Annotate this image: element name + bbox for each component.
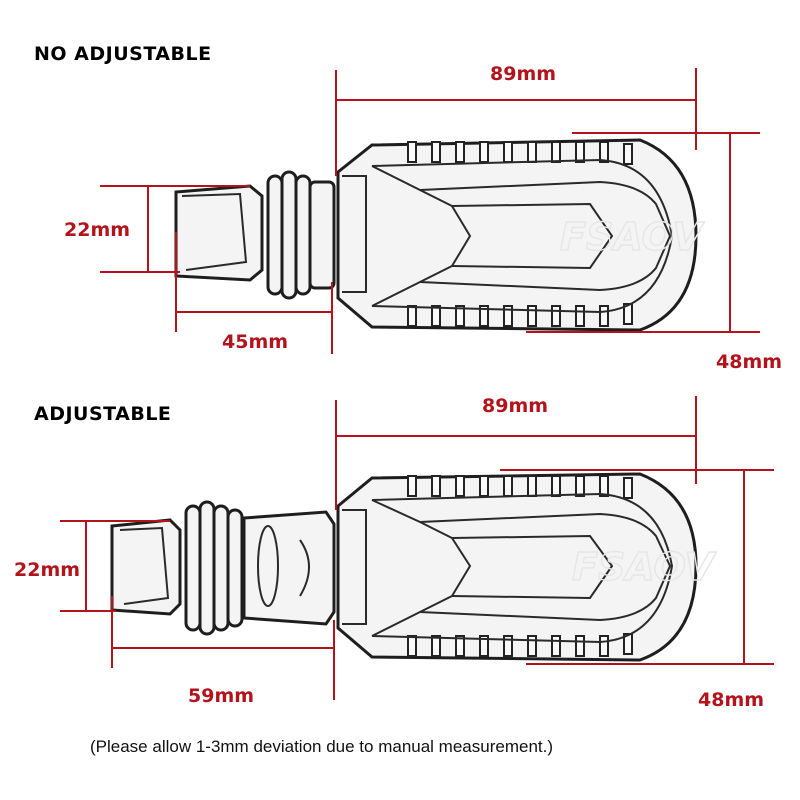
turn-signal-drawing: FSAOV — [174, 138, 705, 332]
stem-length-label-top: 45mm — [222, 331, 288, 353]
watermark-bottom: FSAOV — [572, 545, 717, 589]
measurement-footnote: (Please allow 1-3mm deviation due to man… — [90, 737, 553, 756]
sleeve-highlight — [257, 525, 279, 607]
length-label-top: 89mm — [490, 63, 556, 85]
dimension-lines-bottom — [60, 396, 774, 700]
heading-no-adjustable: NO ADJUSTABLE — [34, 43, 212, 65]
thread-rings — [266, 170, 336, 300]
diagram-adjustable: ADJUSTABLE — [14, 395, 774, 711]
thread-rings — [184, 500, 244, 636]
housing-ribs-bottom — [407, 303, 633, 327]
width-label-top: 48mm — [716, 351, 782, 373]
diagram-no-adjustable: NO ADJUSTABLE — [34, 43, 782, 373]
mount-stem — [110, 518, 182, 616]
stem-length-label-bottom: 59mm — [188, 685, 254, 707]
heading-adjustable: ADJUSTABLE — [34, 403, 171, 425]
length-label-bottom: 89mm — [482, 395, 548, 417]
stem-height-label-bottom: 22mm — [14, 559, 80, 581]
sleeve-curve — [299, 539, 310, 597]
watermark-top: FSAOV — [560, 215, 705, 259]
lens-facets — [342, 492, 674, 644]
lens-facets — [342, 158, 674, 314]
housing-ribs-top — [407, 141, 633, 165]
mount-stem-face — [181, 192, 248, 271]
lamp-housing — [336, 472, 698, 662]
stem-height-label-top: 22mm — [64, 219, 130, 241]
housing-ribs-bottom — [407, 633, 633, 657]
dimension-lines-top — [100, 68, 760, 354]
turn-signal-drawing-adjustable: FSAOV — [110, 472, 717, 662]
mount-stem-face — [119, 526, 170, 605]
width-label-bottom: 48mm — [698, 689, 764, 711]
adjustable-sleeve — [242, 510, 336, 626]
